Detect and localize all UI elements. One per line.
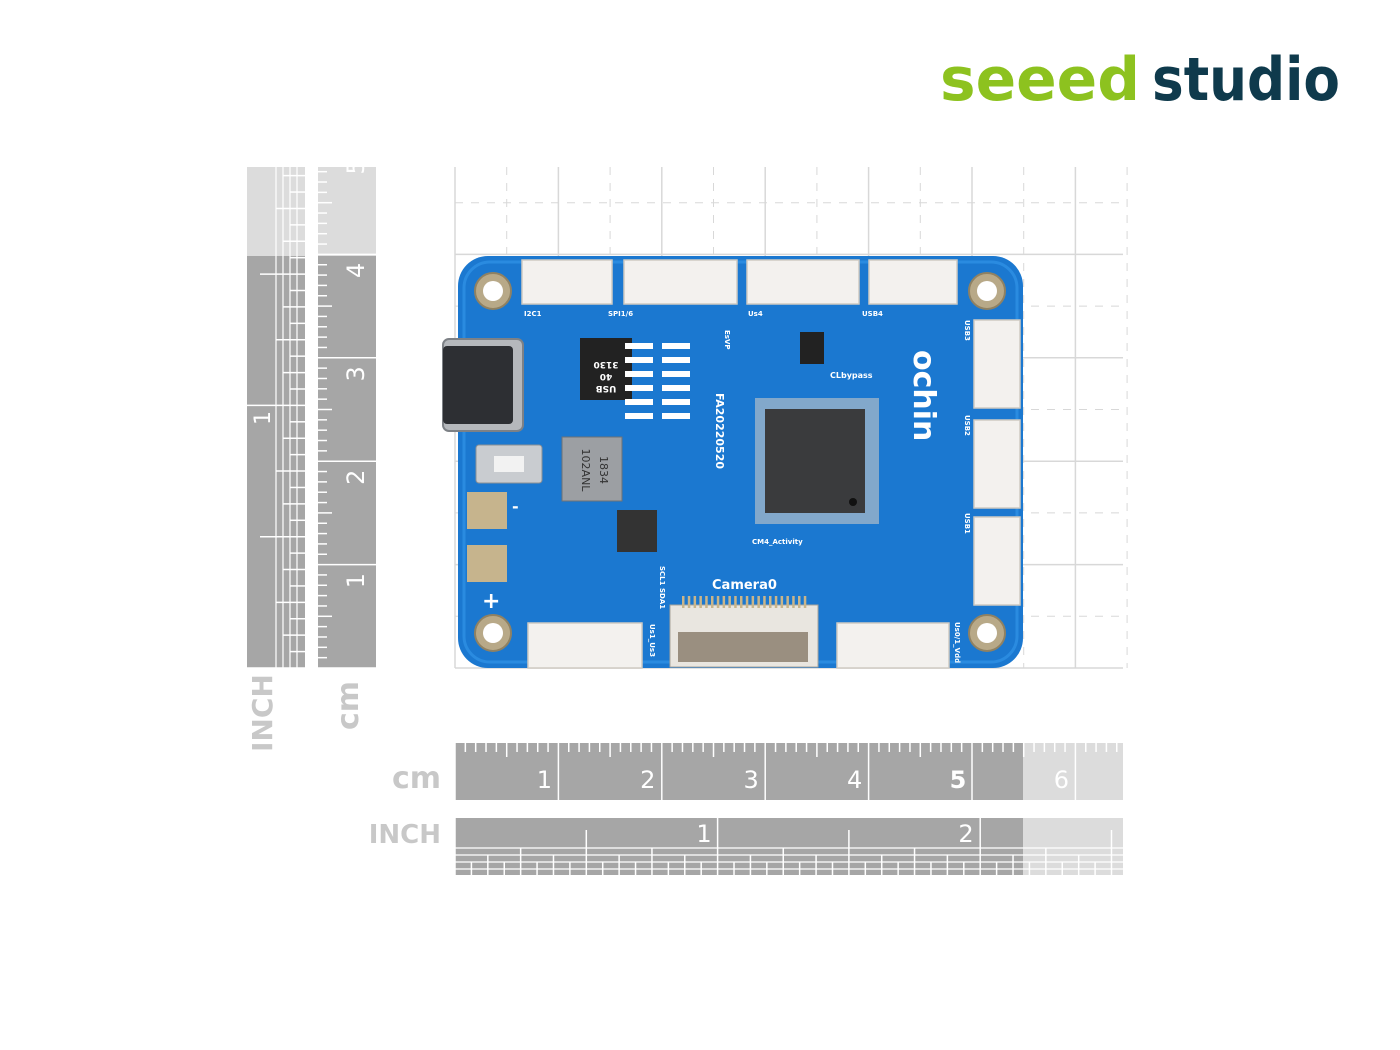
label-us4: Us4 [748, 310, 763, 318]
label-spi: SPI1/6 [608, 310, 633, 318]
horizontal-inch-ruler: 1 2 [454, 818, 1123, 875]
label-plus: + [482, 589, 500, 614]
svg-text:USB: USB [596, 383, 617, 393]
ruler-number: 2 [342, 470, 370, 485]
logo-studio: studio [1152, 45, 1340, 115]
inductor [561, 436, 623, 502]
label-esvp: EsVP [723, 330, 731, 350]
horizontal-cm-label: cm [392, 761, 441, 796]
ruler-number: 6 [1054, 766, 1069, 794]
ruler-number: 4 [342, 263, 370, 278]
label-camera: Camera0 [712, 578, 777, 593]
logo-seeed: seeed [940, 45, 1140, 115]
vertical-cm-ruler: 1 2 3 4 5 [318, 159, 376, 669]
label-scl1: SCL1 [658, 566, 666, 586]
ruler-number: 1 [537, 766, 552, 794]
label-cm4-activity: CM4_Activity [752, 538, 803, 546]
horizontal-inch-label: INCH [369, 820, 441, 850]
ruler-number: 5 [950, 766, 967, 794]
label-clbypass: CLbypass [830, 371, 873, 380]
ruler-number: 4 [847, 766, 862, 794]
ruler-number: 1 [342, 573, 370, 588]
vertical-inch-number: 1 [251, 411, 276, 425]
ruler-number: 3 [744, 766, 759, 794]
horizontal-inch-number: 1 [696, 820, 711, 848]
horizontal-cm-ruler: 1 2 3 4 5 6 [454, 743, 1128, 800]
vertical-cm-label: cm [331, 681, 366, 730]
label-i2c1: I2C1 [524, 310, 542, 318]
brand-logo: ochin [906, 350, 941, 441]
label-minus: - [512, 497, 519, 516]
svg-text:3130: 3130 [593, 359, 618, 369]
ruler-number: 5 [342, 159, 370, 174]
jst-connectors [521, 259, 1021, 669]
label-date: FA20220520 [713, 393, 726, 469]
svg-text:1834: 1834 [597, 456, 610, 484]
label-uart-left: Us1_Us3 [648, 624, 656, 657]
pcb-board: 3130 40 USB 102ANL 1834 I2C1 SPI1/6 Us4 … [442, 256, 1023, 669]
label-usb3: USB3 [963, 320, 971, 341]
horizontal-inch-number: 2 [958, 820, 973, 848]
ruler-number: 2 [640, 766, 655, 794]
ruler-number: 3 [342, 366, 370, 381]
label-sda1: SDA1 [658, 588, 666, 609]
label-usb4: USB4 [862, 310, 883, 318]
label-uart-right: Us0/1_Vdd [953, 622, 961, 663]
svg-text:40: 40 [600, 371, 613, 381]
vertical-inch-ruler: 1 [247, 167, 305, 669]
vertical-inch-label: INCH [246, 674, 279, 752]
usb-hub-chip [580, 338, 632, 400]
svg-text:102ANL: 102ANL [579, 449, 592, 493]
label-usb1: USB1 [963, 513, 971, 534]
label-usb2: USB2 [963, 415, 971, 436]
